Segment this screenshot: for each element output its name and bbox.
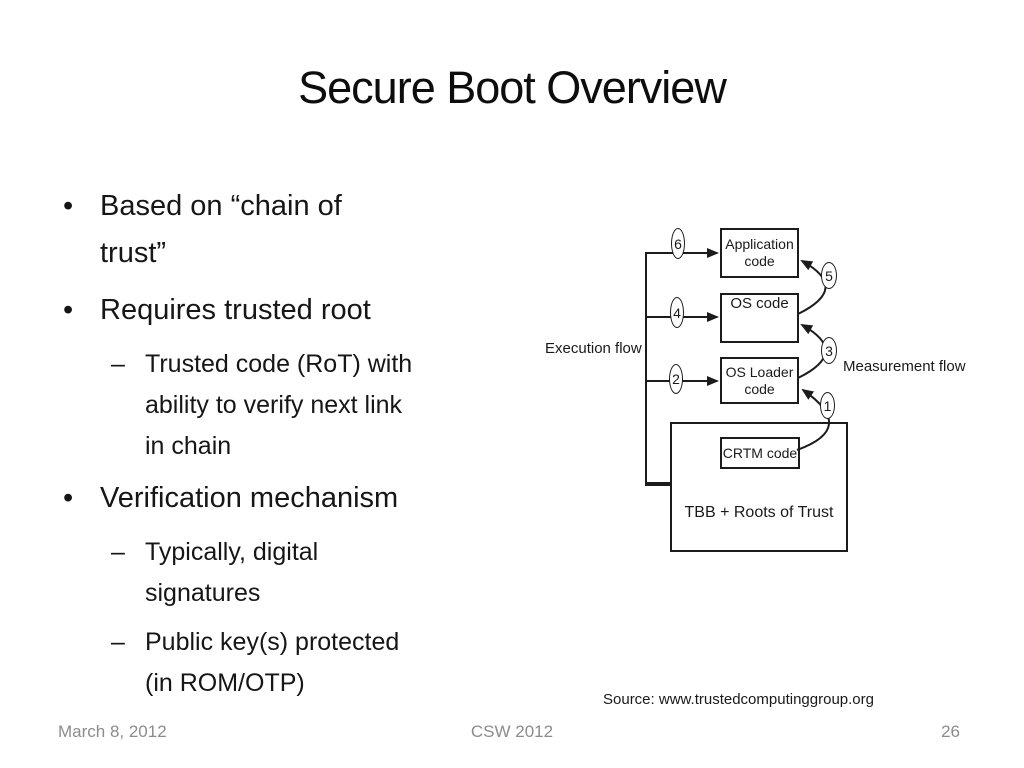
step-number: 1 — [823, 397, 832, 414]
bullet-marker: • — [63, 190, 74, 222]
footer-page-number: 26 — [941, 722, 960, 741]
execution-flow-label: Execution flow — [545, 340, 642, 357]
sub-bullet-item: – Typically, digital signatures — [105, 532, 525, 614]
dash-marker: – — [111, 350, 125, 378]
crtm-code-box: CRTM code — [720, 437, 800, 469]
bullet-marker: • — [63, 294, 74, 326]
bullet-item: • Requires trusted root — [55, 287, 525, 334]
sub-bullet-item: – Trusted code (RoT) with ability to ver… — [105, 344, 525, 467]
step-badge-3: 3 — [821, 337, 837, 364]
step-number: 4 — [673, 304, 681, 321]
step-badge-1: 1 — [820, 392, 835, 419]
os-loader-label: OS Loader code — [725, 363, 794, 397]
os-loader-code-box: OS Loader code — [720, 357, 799, 404]
measurement-flow-label: Measurement flow — [843, 358, 966, 375]
step-number: 5 — [825, 267, 833, 284]
sub-bullet-item: – Public key(s) protected (in ROM/OTP) — [105, 622, 525, 704]
sub-bullet-text: Trusted code (RoT) with ability to verif… — [145, 350, 413, 460]
step-number: 3 — [825, 342, 833, 359]
source-note: Source: www.trustedcomputinggroup.org — [603, 691, 874, 708]
crtm-label: CRTM code — [722, 445, 798, 461]
step-number: 6 — [674, 235, 682, 252]
tbb-label: TBB + Roots of Trust — [684, 504, 834, 521]
dash-marker: – — [111, 628, 125, 656]
bullet-text: Verification mechanism — [100, 482, 399, 514]
sub-bullet-text: Public key(s) protected (in ROM/OTP) — [145, 628, 400, 697]
bullet-marker: • — [63, 482, 74, 514]
bullet-text: Requires trusted root — [100, 294, 371, 326]
step-badge-2: 2 — [669, 364, 683, 394]
step-badge-5: 5 — [821, 262, 837, 289]
dash-marker: – — [111, 538, 125, 566]
page-title: Secure Boot Overview — [298, 62, 727, 113]
bullet-list: • Based on “chain of trust” • Requires t… — [55, 183, 525, 712]
bullet-item: • Based on “chain of trust” — [55, 183, 525, 277]
footer-conference: CSW 2012 — [470, 722, 554, 741]
application-code-box: Application code — [720, 228, 799, 278]
footer-date: March 8, 2012 — [58, 722, 167, 741]
sub-bullet-text: Typically, digital signatures — [145, 538, 319, 607]
os-label: OS code — [730, 295, 789, 312]
flow-arrows — [645, 248, 831, 486]
measure-arc-1 — [796, 388, 831, 451]
step-number: 2 — [672, 371, 680, 387]
application-label: Application code — [725, 236, 794, 269]
os-code-box: OS code — [720, 293, 799, 343]
step-badge-6: 6 — [671, 228, 685, 259]
step-badge-4: 4 — [670, 297, 684, 328]
bullet-item: • Verification mechanism — [55, 475, 525, 522]
bullet-text: Based on “chain of trust” — [100, 190, 342, 269]
